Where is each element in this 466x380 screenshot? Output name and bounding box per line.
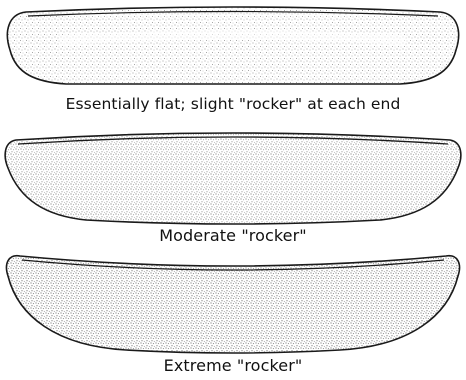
hull-profile-moderate	[4, 132, 462, 225]
caption-flat: Essentially flat; slight "rocker" at eac…	[65, 95, 401, 113]
hull-profile-extreme	[5, 254, 461, 354]
hull-body	[4, 132, 462, 225]
hull-body	[5, 254, 461, 354]
hull-body	[6, 6, 460, 85]
caption-moderate: Moderate "rocker"	[159, 226, 307, 245]
hull-profile-flat	[6, 6, 460, 85]
gunwale-line	[17, 136, 449, 145]
gunwale-line	[27, 10, 439, 17]
caption-extreme: Extreme "rocker"	[163, 356, 303, 375]
gunwale-line	[21, 259, 445, 271]
